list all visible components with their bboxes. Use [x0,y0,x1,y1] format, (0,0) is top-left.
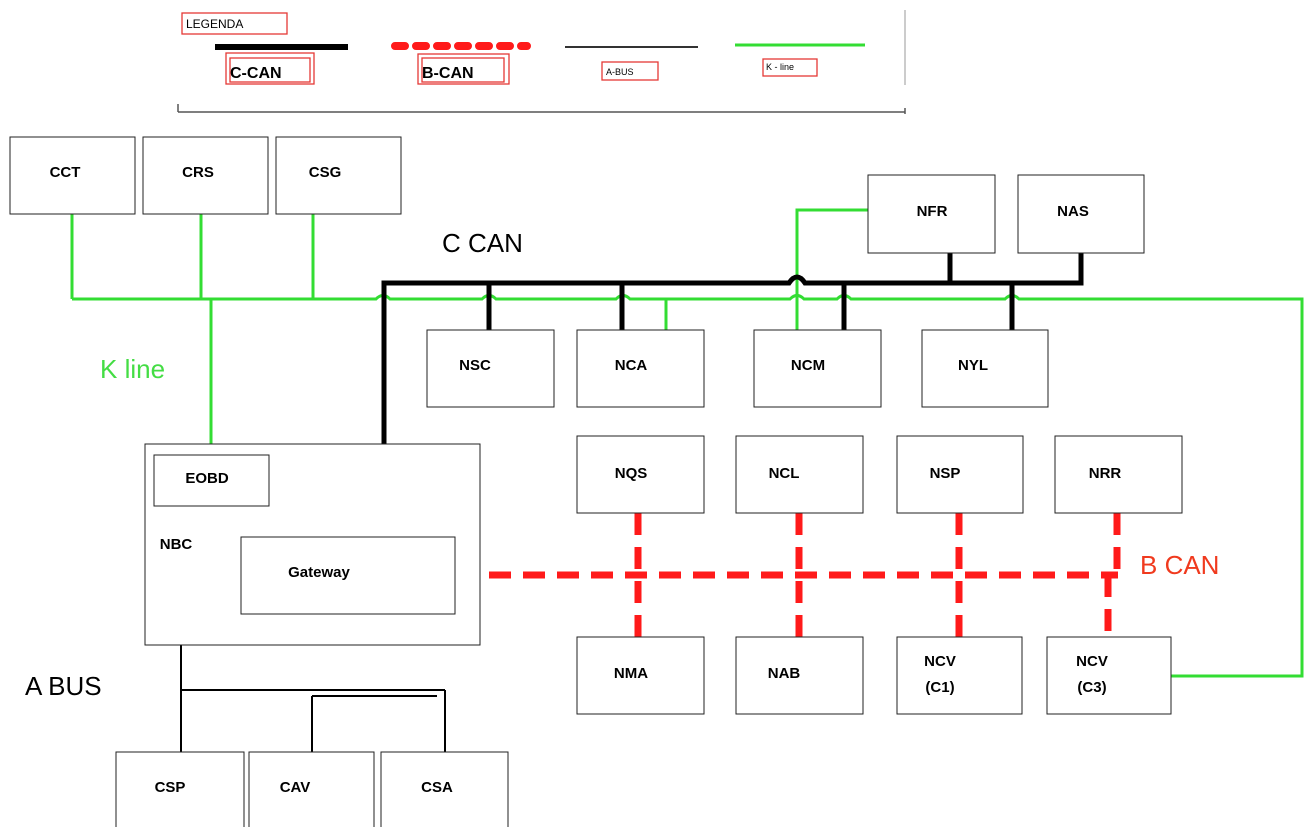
legend-bcan-frame-inner [421,57,505,83]
node-csa[interactable]: CSA [380,751,509,827]
ccan-network-label: C CAN [442,228,523,258]
node-eobd[interactable]: EOBD [153,454,270,507]
bcan-network-label: B CAN [1140,550,1219,580]
node-eobd-label: EOBD [185,470,229,487]
node-nab-label: NAB [768,665,801,682]
legend-abus-label: A-BUS [606,67,634,77]
node-cav[interactable]: CAV [248,751,375,827]
c-can-network [381,253,1084,537]
nodes: CCT CRS CSG NFR NAS NSC NCA NCM [9,136,1183,827]
kline-nfr-ncm [795,208,868,330]
node-ncm-label: NCM [791,357,825,374]
node-nsc[interactable]: NSC [426,329,555,408]
node-csp[interactable]: CSP [115,751,245,827]
node-nsp[interactable]: NSP [896,435,1024,514]
node-nma-label: NMA [614,665,648,682]
node-ncl-label: NCL [769,465,800,482]
node-gateway[interactable]: Gateway [240,536,456,615]
node-gateway-label: Gateway [288,564,350,581]
legend-kline-frame [762,58,818,77]
kline-network-label: K line [100,354,165,384]
legend-ccan-label: C-CAN [230,65,282,82]
legend-ccan-frame-inner [229,57,311,83]
node-csa-label: CSA [421,779,453,796]
node-nrr[interactable]: NRR [1054,435,1183,514]
node-cav-label: CAV [280,779,311,796]
node-ncv-c1[interactable]: NCV (C1) [896,636,1023,715]
node-ncv-c3-label: NCV [1076,653,1108,670]
node-nqs-label: NQS [615,465,648,482]
node-nyl[interactable]: NYL [921,329,1049,408]
node-ncl[interactable]: NCL [735,435,864,514]
node-crs[interactable]: CRS [142,136,269,215]
legend-title-frame [181,12,288,35]
legend: LEGENDA C-CAN B-CAN A-BUS K - line [177,10,906,114]
legend-bcan-label: B-CAN [422,65,474,82]
legend-abus-frame [601,61,659,81]
node-nrr-label: NRR [1089,465,1122,482]
node-cct[interactable]: CCT [9,136,136,215]
node-nsp-label: NSP [930,465,961,482]
node-nbc-label: NBC [160,536,193,553]
node-crs-label: CRS [182,164,214,181]
node-nca[interactable]: NCA [576,329,705,408]
node-csg-label: CSG [309,164,342,181]
node-nab[interactable]: NAB [735,636,864,715]
node-ncv-c1-sublabel: (C1) [925,679,954,696]
node-ncv-c3[interactable]: NCV (C3) [1046,636,1172,715]
k-line-network [70,208,1304,678]
node-csg[interactable]: CSG [275,136,402,215]
node-ncv-c1-label: NCV [924,653,956,670]
legend-bcan-frame [417,53,510,85]
node-nca-label: NCA [615,357,648,374]
node-ncv-c3-sublabel: (C3) [1077,679,1106,696]
legend-ccan-frame [225,52,315,85]
node-nyl-label: NYL [958,357,988,374]
node-nas-label: NAS [1057,203,1089,220]
legend-title: LEGENDA [186,17,243,31]
abus-network-label: A BUS [25,671,102,701]
node-nfr[interactable]: NFR [867,174,996,254]
node-cct-label: CCT [50,164,81,181]
node-nqs[interactable]: NQS [576,435,705,514]
kline-trunk [72,294,1304,678]
node-nma[interactable]: NMA [576,636,705,715]
node-nsc-label: NSC [459,357,491,374]
b-can-network [455,513,1121,637]
node-nas[interactable]: NAS [1017,174,1145,254]
a-bus-network [180,645,446,752]
ccan-trunk [381,253,1084,537]
node-csp-label: CSP [155,779,186,796]
legend-kline-label: K - line [766,62,794,72]
node-ncm[interactable]: NCM [753,329,882,408]
node-nfr-label: NFR [917,203,948,220]
